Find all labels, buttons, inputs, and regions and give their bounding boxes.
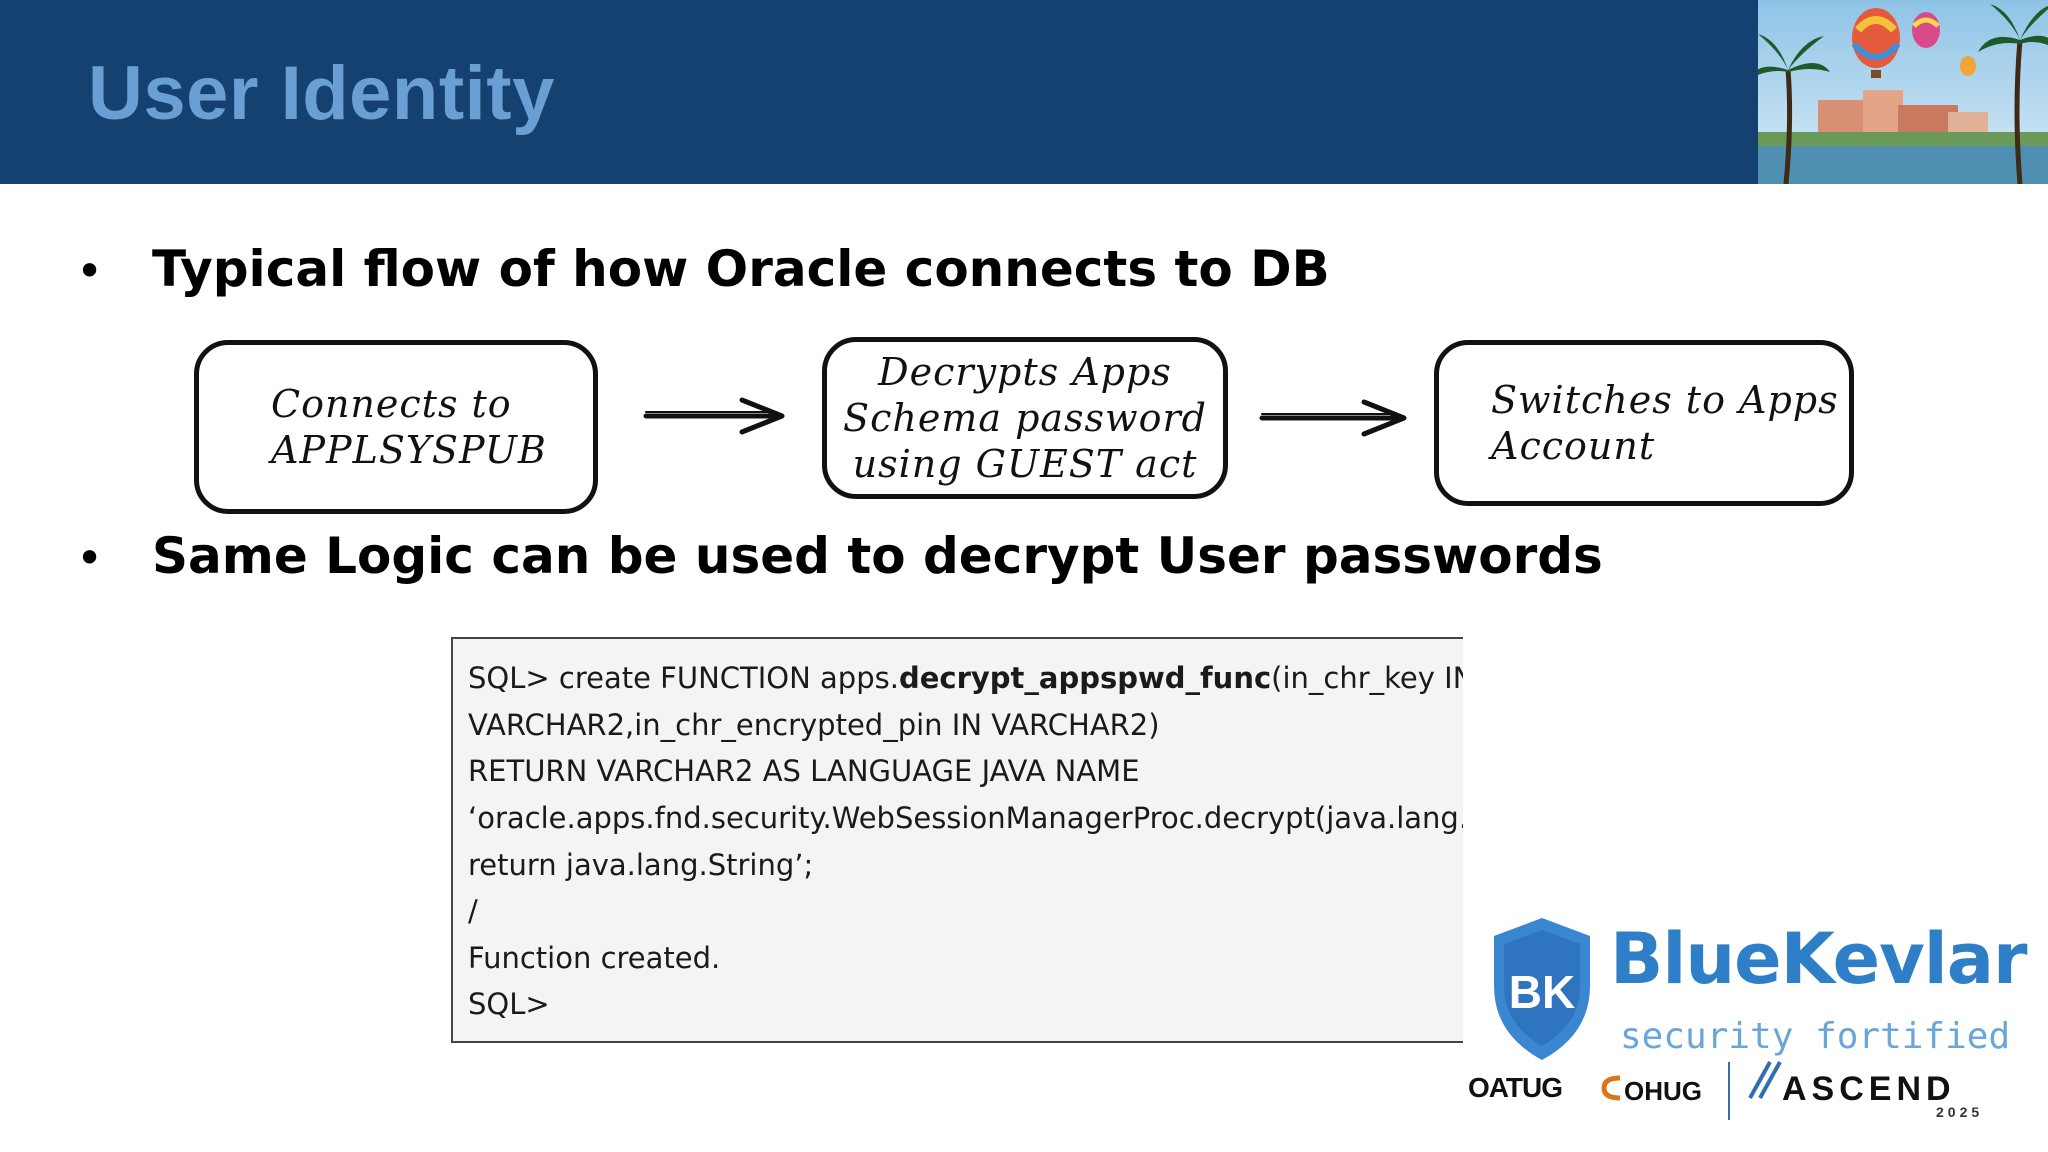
code-line: SQL> (468, 987, 550, 1021)
flow-step-connect: Connects to APPLSYSPUB (194, 340, 598, 514)
code-text: SQL> create FUNCTION apps. (468, 661, 899, 695)
flow-step-switch: Switches to Apps Account (1434, 340, 1854, 506)
shield-initials: BK (1509, 966, 1575, 1018)
header-banner: User Identity (0, 0, 2048, 184)
code-text: (in_chr_key IN (1271, 661, 1463, 695)
bullet-marker: • (76, 531, 104, 585)
ascend-slash-icon (1748, 1061, 1782, 1099)
header-corner-image (1758, 0, 2048, 184)
brand-tagline: security fortified (1620, 1016, 2011, 1057)
code-line: RETURN VARCHAR2 AS LANGUAGE JAVA NAME (468, 754, 1140, 788)
flow-step-line: using GUEST act (852, 442, 1198, 486)
sponsor-year: 2025 (1936, 1104, 1984, 1120)
sponsor-ohug: OHUG (1624, 1076, 1702, 1106)
flow-step-line: Decrypts Apps (878, 350, 1172, 394)
sponsor-oatug: OATUG (1468, 1072, 1563, 1103)
sql-code-block: SQL> create FUNCTION apps.decrypt_appspw… (451, 637, 1463, 1043)
flow-step-line: Switches to Apps (1491, 378, 1839, 422)
ohug-mark-icon (1601, 1075, 1621, 1101)
code-line: ‘oracle.apps.fnd.security.WebSessionMana… (468, 801, 1463, 835)
sponsor-ascend: ASCEND (1782, 1070, 1956, 1108)
code-line: return java.lang.String’; (468, 848, 814, 882)
code-line-1: SQL> create FUNCTION apps.decrypt_appspw… (468, 661, 1463, 695)
flow-step-decrypt: Decrypts Apps Schema password using GUES… (822, 337, 1228, 499)
bluekevlar-shield-icon: BK (1494, 918, 1590, 1060)
brand-name: BlueKevlar (1610, 918, 2028, 1000)
code-line: VARCHAR2,in_chr_encrypted_pin IN VARCHAR… (468, 708, 1160, 742)
flow-step-line: Connects to (271, 382, 512, 426)
sponsor-divider (1728, 1062, 1730, 1120)
code-line: / (468, 894, 478, 928)
bullet-text-2: Same Logic can be used to decrypt User p… (152, 527, 1603, 585)
bullet-marker: • (76, 244, 104, 298)
flow-step-line: Schema password (843, 396, 1207, 440)
flow-step-line: APPLSYSPUB (271, 428, 547, 472)
function-name: decrypt_appspwd_func (898, 661, 1272, 695)
code-line: Function created. (468, 941, 721, 975)
flow-arrow-icon (643, 397, 785, 435)
flow-arrow-icon (1259, 399, 1407, 437)
slide-title: User Identity (88, 51, 555, 136)
flow-step-line: Account (1491, 424, 1656, 468)
bullet-text-1: Typical flow of how Oracle connects to D… (152, 240, 1330, 298)
